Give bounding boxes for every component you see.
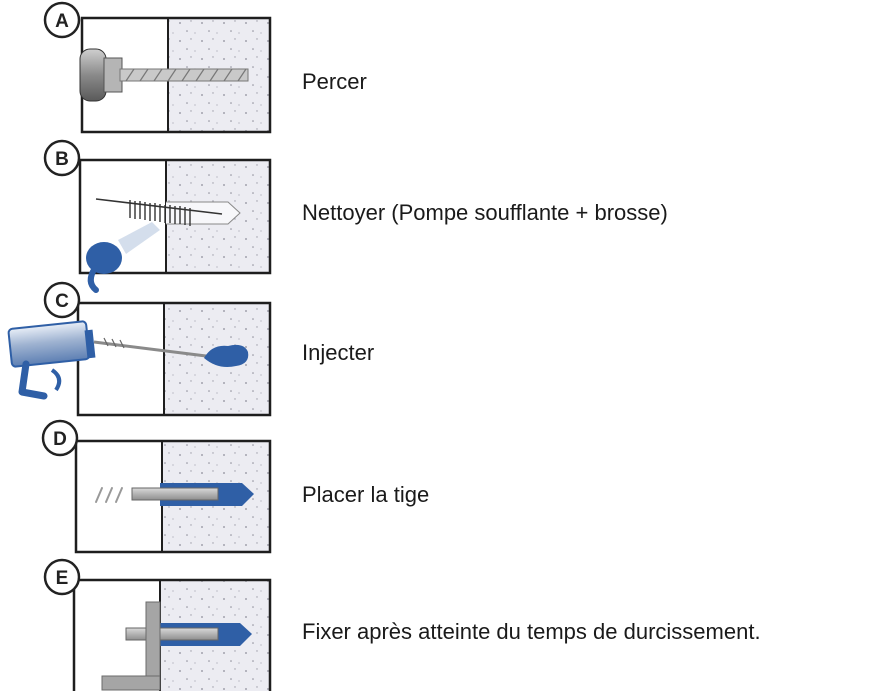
- svg-text:A: A: [55, 11, 69, 32]
- step-d-label: Placer la tige: [302, 482, 430, 507]
- step-d-badge: D: [41, 419, 79, 457]
- svg-text:E: E: [56, 568, 69, 589]
- step-a-panel: A: [43, 1, 272, 134]
- resin-blob-icon: [204, 344, 249, 367]
- step-e-badge: E: [43, 558, 81, 596]
- bracket-icon: [101, 601, 161, 691]
- blower-pump-icon: [86, 222, 160, 293]
- svg-text:D: D: [53, 429, 67, 450]
- step-a-badge: A: [43, 1, 81, 39]
- injection-gun-icon: [7, 320, 215, 400]
- step-b-label: Nettoyer (Pompe soufflante + brosse): [302, 200, 668, 225]
- step-c-badge: C: [43, 281, 81, 319]
- svg-text:C: C: [55, 291, 69, 312]
- step-d-panel: D: [41, 419, 272, 554]
- step-a-label: Percer: [302, 69, 367, 94]
- threaded-rod-icon: [95, 487, 219, 503]
- brush-icon: [95, 198, 223, 226]
- step-c-label: Injecter: [302, 340, 375, 365]
- step-e-panel: E: [43, 558, 272, 691]
- drill-icon: [79, 48, 249, 102]
- step-e-label: Fixer après atteinte du temps de durciss…: [302, 619, 761, 644]
- step-c-panel: C: [7, 281, 272, 417]
- svg-text:B: B: [55, 149, 69, 170]
- step-b-panel: B: [43, 139, 272, 293]
- threaded-rod-icon: [125, 627, 219, 641]
- step-b-badge: B: [43, 139, 81, 177]
